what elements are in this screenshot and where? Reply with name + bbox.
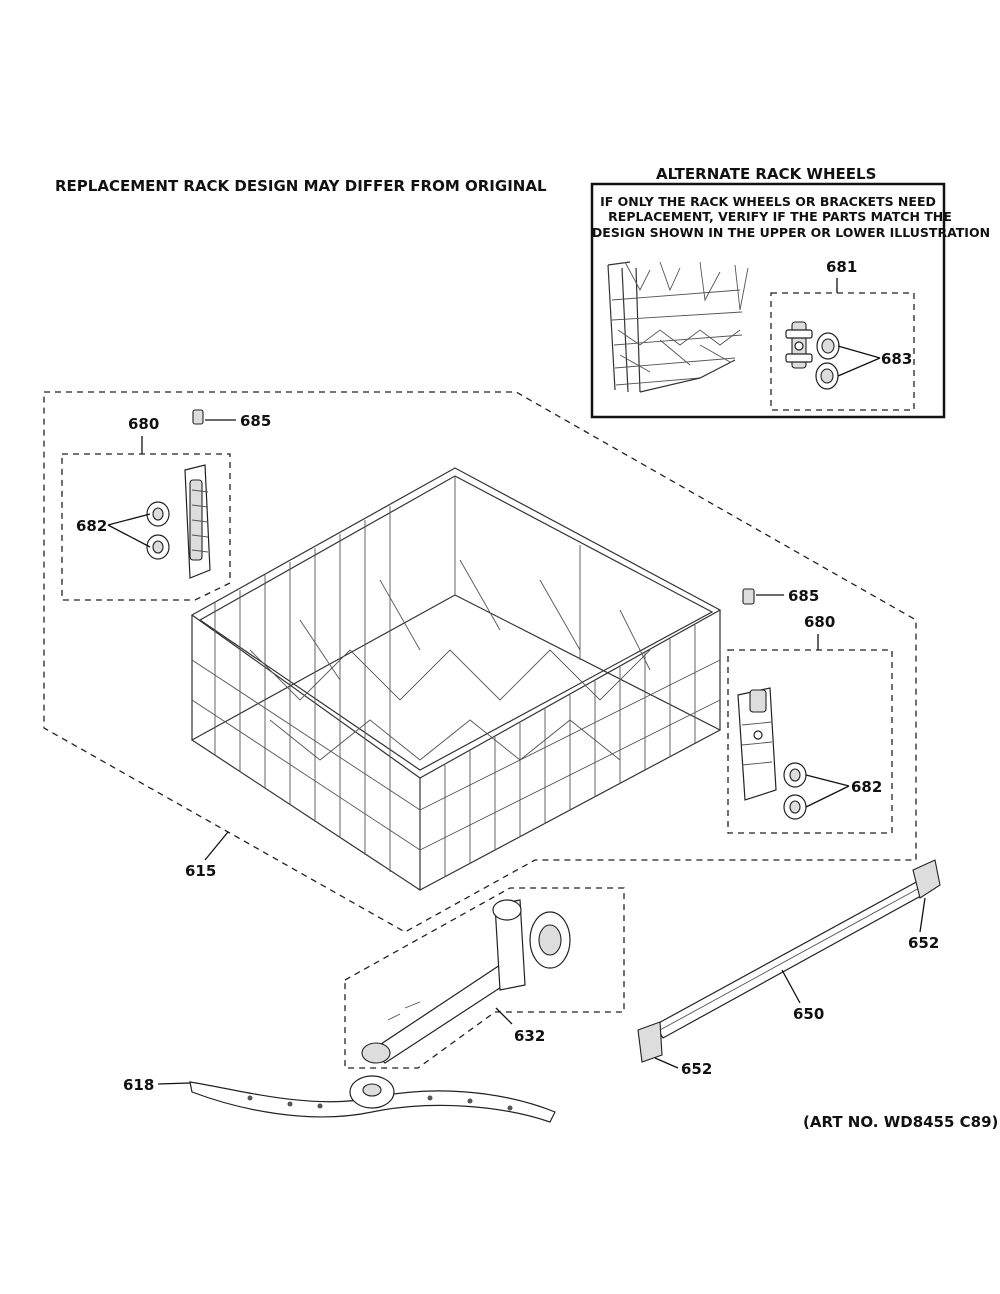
callout-632: 632 [514,1027,545,1045]
rack-rail-icon [637,859,941,1063]
alternate-note-line-1: IF ONLY THE RACK WHEELS OR BRACKETS NEED [600,194,936,209]
left-wheel-icon [146,501,170,560]
left-clip-icon [192,409,204,425]
callout-682-left: 682 [76,517,107,535]
callout-680-left: 680 [128,415,159,433]
art-number: (ART NO. WD8455 C89) [803,1113,998,1131]
alternate-note-line-2: REPLACEMENT, VERIFY IF THE PARTS MATCH T… [608,209,952,224]
callout-681: 681 [826,258,857,276]
alternate-rack-sketch [607,261,749,393]
spray-arm-icon [189,1075,556,1123]
right-wheel-group-680 [727,649,893,834]
upper-rack-basket-icon [190,467,722,891]
callout-680-right: 680 [804,613,835,631]
callout-682-right: 682 [851,778,882,796]
callout-685-left: 685 [240,412,271,430]
right-bracket-icon [737,687,777,801]
alt-wheel-icon [815,332,840,390]
callout-615: 615 [185,862,216,880]
alternate-rack-wheels-box: IF ONLY THE RACK WHEELS OR BRACKETS NEED… [590,182,990,419]
left-bracket-icon [184,464,211,579]
callout-652-bottom: 652 [681,1060,712,1078]
alt-wheel-group-681 [770,292,915,411]
callout-652-top: 652 [908,934,939,952]
alternate-rack-wheels-title: ALTERNATE RACK WHEELS [656,165,876,183]
replacement-note: REPLACEMENT RACK DESIGN MAY DIFFER FROM … [55,177,547,195]
manifold-icon [361,899,571,1064]
alternate-note-line-3: DESIGN SHOWN IN THE UPPER OR LOWER ILLUS… [592,225,990,240]
callout-685-right: 685 [788,587,819,605]
callout-650: 650 [793,1005,824,1023]
callout-683: 683 [881,350,912,368]
right-wheel-icon [783,762,807,820]
right-clip-icon [742,588,755,605]
upper-rack-outline [43,391,917,933]
alt-bracket-icon [785,321,813,369]
callout-618: 618 [123,1076,154,1094]
